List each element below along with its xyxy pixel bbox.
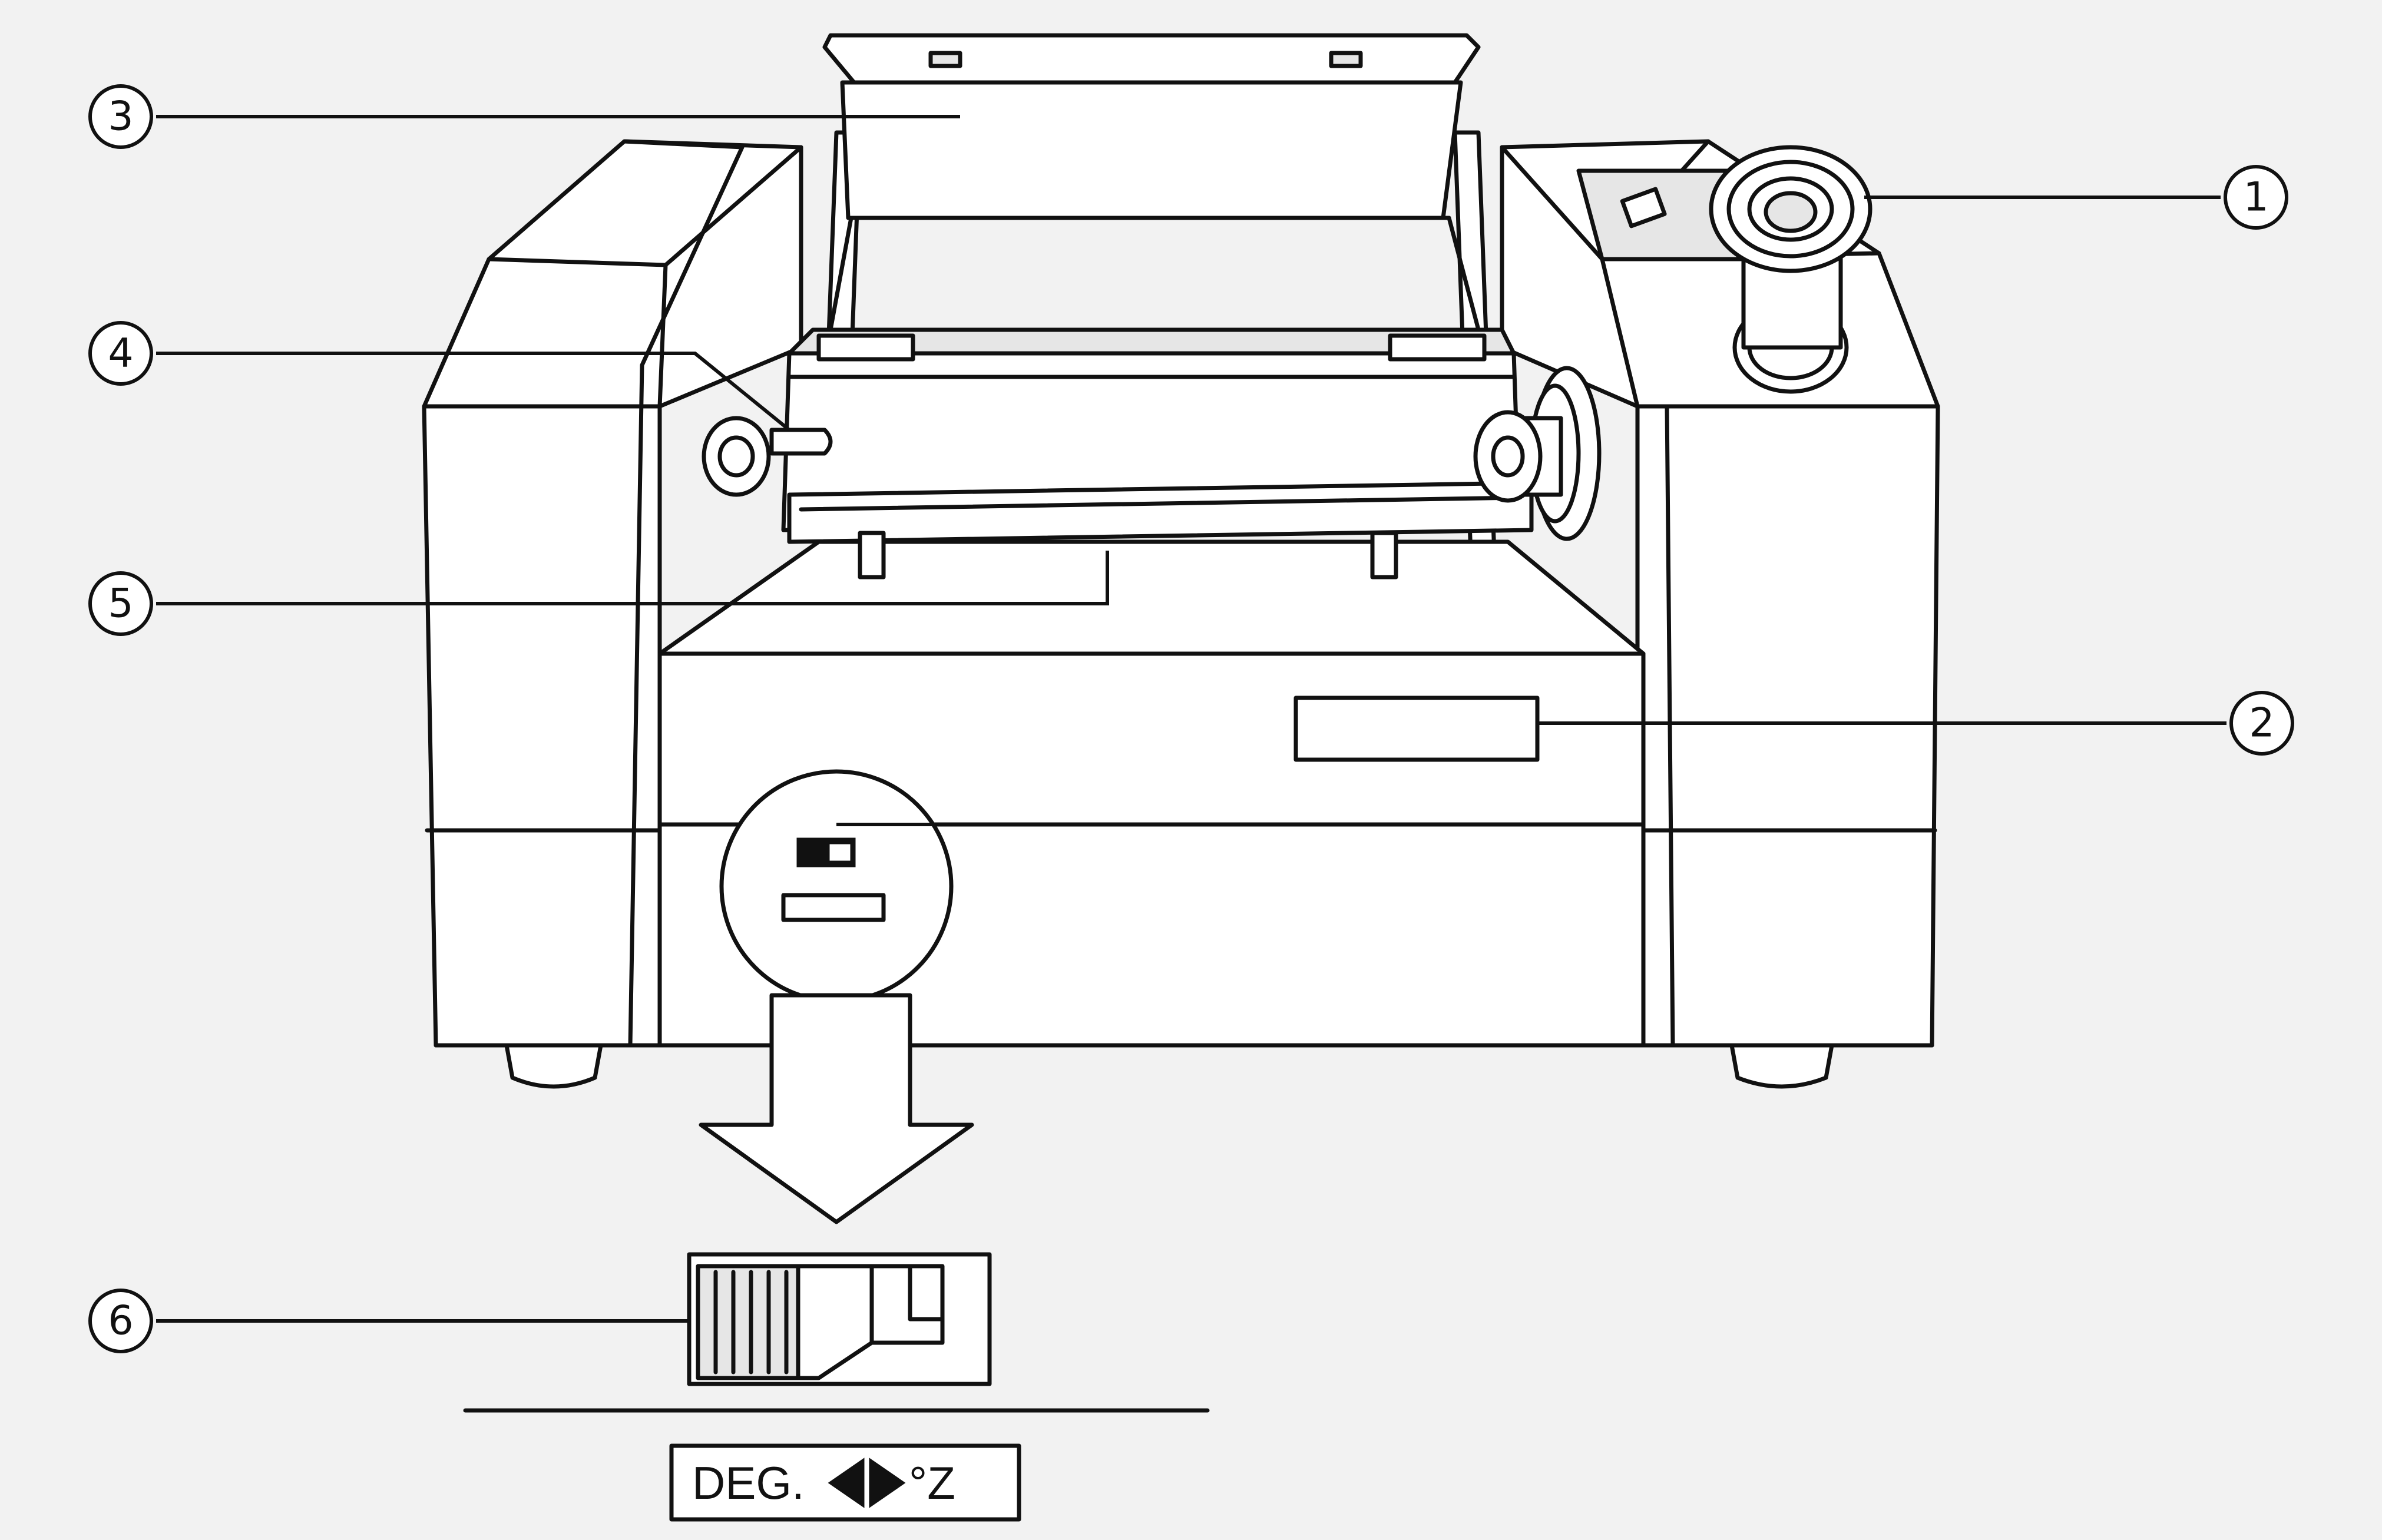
switch-panel [719,769,954,1004]
arrow-left-icon [828,1458,865,1508]
machine-body [422,130,1940,1089]
knob [1709,145,1872,394]
callout-4-label: 4 [108,330,133,377]
callout-3-label: 3 [108,94,133,140]
callout-5-label: 5 [108,581,133,627]
callout-6-label: 6 [108,1298,133,1344]
switch-detail [463,1252,1210,1413]
callout-6: 6 [88,1289,153,1353]
callout-1: 1 [2224,165,2288,230]
name-plate [1293,696,1540,762]
paper-support [822,33,1481,332]
leader-lines [156,115,2226,1323]
callout-5: 5 [88,571,153,636]
callout-2-label: 2 [2249,700,2274,747]
carriage [702,327,1602,579]
indicator-label-box: DEG. °Z [669,1443,1021,1522]
arrow-right-icon [869,1458,906,1508]
indicator-label-suffix: °Z [909,1457,955,1509]
detail-arrow [699,993,974,1224]
callout-3: 3 [88,84,153,149]
callout-4: 4 [88,321,153,386]
callout-1-label: 1 [2243,174,2268,221]
indicator-label-prefix: DEG. [692,1457,805,1509]
callout-2: 2 [2229,691,2294,756]
